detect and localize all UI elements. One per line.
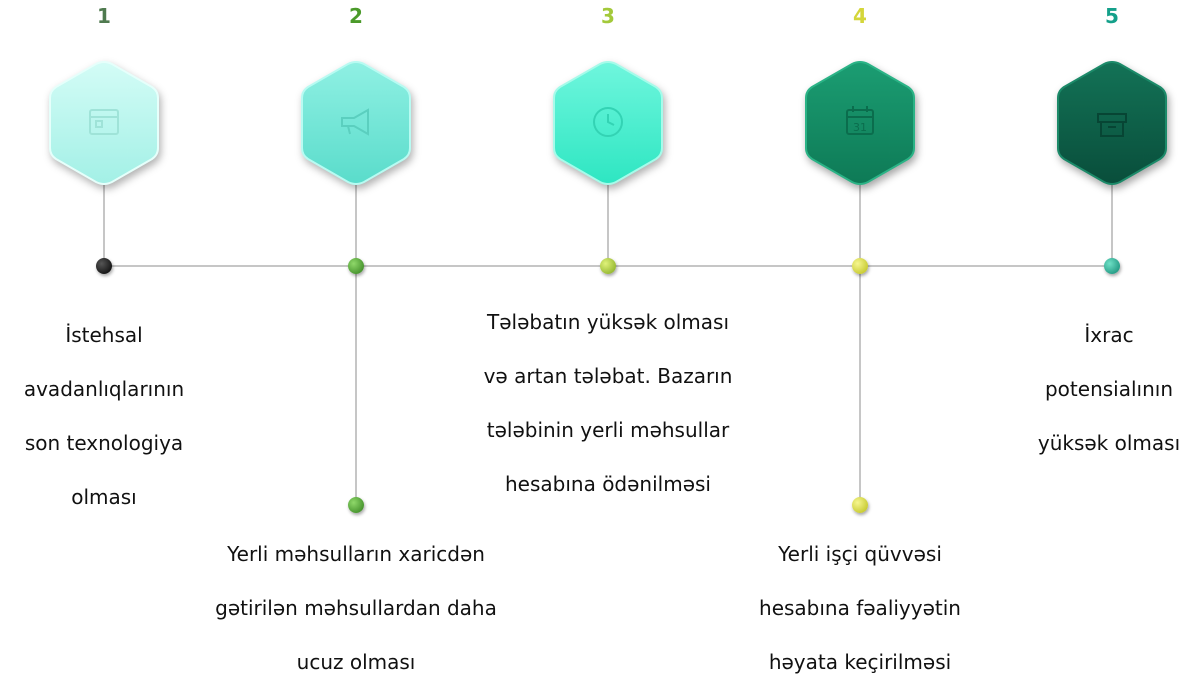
- step-label-5: İxrac potensialının yüksək olması: [1026, 308, 1192, 470]
- timeline-dot-3: [600, 258, 616, 274]
- label-line: avadanlıqlarının: [23, 377, 185, 401]
- connector-line-3: [607, 185, 609, 265]
- box-icon: [1097, 113, 1127, 137]
- label-line: hesabına ödənilməsi: [505, 472, 711, 496]
- label-line: həyata keçirilməsi: [768, 650, 952, 674]
- calendar-icon: [89, 109, 119, 135]
- label-line: Yerli işçi qüvvəsi: [778, 542, 942, 566]
- connector-line-5: [1111, 185, 1113, 265]
- label-line: potensialının: [1044, 377, 1173, 401]
- branch-dot-4: [852, 497, 868, 513]
- megaphone-icon: [341, 108, 369, 136]
- step-hexagon-5: [1054, 58, 1170, 188]
- step-number-5: 5: [1105, 4, 1119, 28]
- step-number-1: 1: [97, 4, 111, 28]
- label-line: Yerli məhsulların xaricdən: [227, 542, 485, 566]
- step-hexagon-2: [298, 58, 414, 188]
- step-number-3: 3: [601, 4, 615, 28]
- step-label-2: Yerli məhsulların xaricdən gətirilən məh…: [196, 527, 516, 689]
- step-label-1: İstehsal avadanlıqlarının son texnologiy…: [0, 308, 208, 524]
- label-line: olması: [71, 485, 137, 509]
- label-line: hesabına fəaliyyətin: [759, 596, 961, 620]
- label-line: tələbinin yerli məhsullar: [486, 418, 730, 442]
- timeline-dot-4: [852, 258, 868, 274]
- label-line: gətirilən məhsullardan daha: [215, 596, 497, 620]
- label-line: yüksək olması: [1037, 431, 1181, 455]
- label-line: son texnologiya: [24, 431, 184, 455]
- step-hexagon-4: 31: [802, 58, 918, 188]
- label-line: İstehsal: [65, 323, 143, 347]
- step-label-3: Tələbatın yüksək olması və artan tələbat…: [438, 295, 778, 511]
- step-number-4: 4: [853, 4, 867, 28]
- timeline-dot-2: [348, 258, 364, 274]
- connector-line-2: [355, 185, 357, 505]
- connector-line-4: [859, 185, 861, 505]
- step-hexagon-1: [46, 58, 162, 188]
- step-hexagon-3: [550, 58, 666, 188]
- label-line: və artan tələbat. Bazarın: [483, 364, 733, 388]
- svg-text:31: 31: [853, 121, 867, 134]
- timeline-dot-1: [96, 258, 112, 274]
- connector-line-1: [103, 185, 105, 265]
- label-line: İxrac: [1084, 323, 1134, 347]
- clock-icon: [593, 107, 623, 137]
- label-line: ucuz olması: [296, 650, 416, 674]
- branch-dot-2: [348, 497, 364, 513]
- step-label-4: Yerli işçi qüvvəsi hesabına fəaliyyətin …: [730, 527, 990, 689]
- calendar-31-icon: 31: [846, 106, 874, 135]
- timeline-dot-5: [1104, 258, 1120, 274]
- step-number-2: 2: [349, 4, 363, 28]
- label-line: Tələbatın yüksək olması: [486, 310, 730, 334]
